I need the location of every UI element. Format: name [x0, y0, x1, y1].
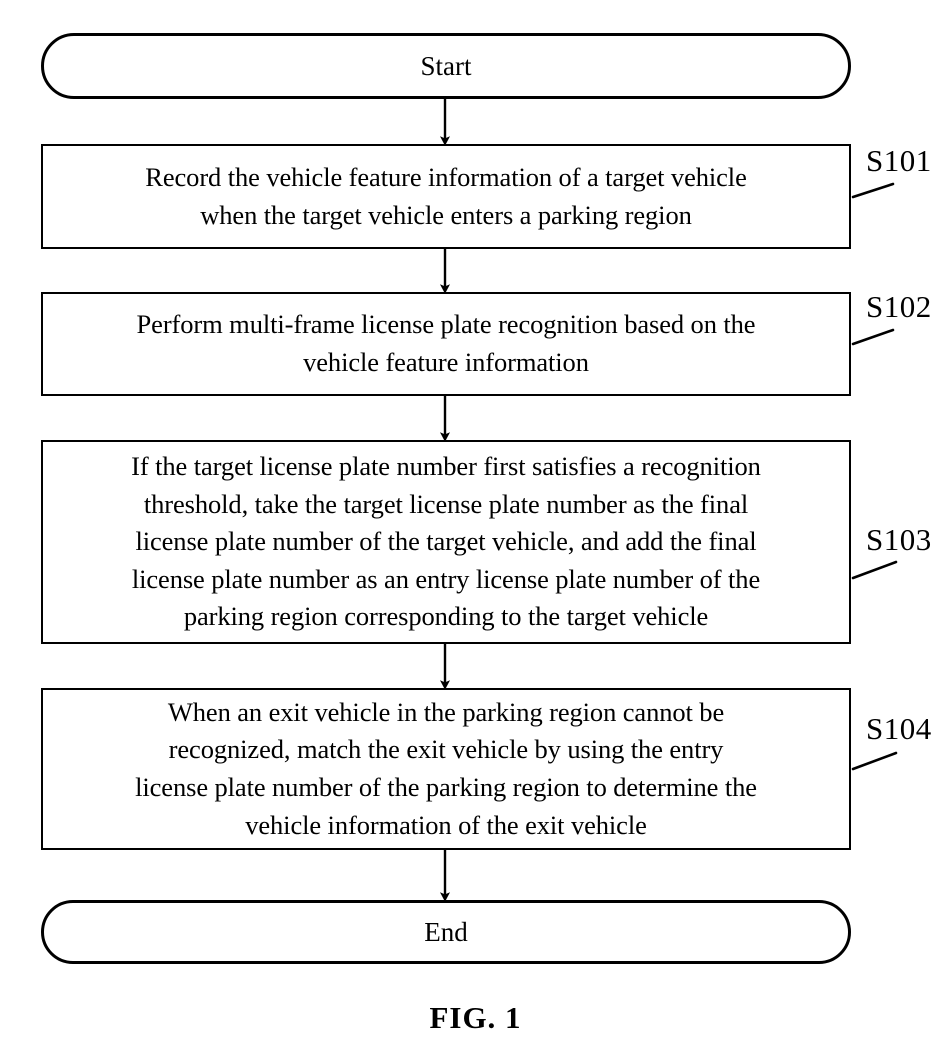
flow-node-s103-label: If the target license plate number first…	[131, 450, 761, 632]
flow-node-start[interactable]: Start	[41, 33, 851, 99]
flow-node-s102[interactable]: Perform multi-frame license plate recogn…	[41, 292, 851, 396]
figure-caption: FIG. 1	[429, 1000, 522, 1035]
step-reference-s101: S101	[866, 143, 932, 178]
flow-node-end[interactable]: End	[41, 900, 851, 964]
leader-line-s101	[851, 182, 895, 199]
flow-node-s101-label: Record the vehicle feature information o…	[145, 161, 747, 230]
flow-node-s101[interactable]: Record the vehicle feature information o…	[41, 144, 851, 249]
step-reference-s103: S103	[866, 522, 932, 557]
flow-node-s104[interactable]: When an exit vehicle in the parking regi…	[41, 688, 851, 850]
leader-line-s104	[851, 751, 898, 771]
flow-node-end-label: End	[424, 916, 468, 947]
flow-node-s103[interactable]: If the target license plate number first…	[41, 440, 851, 644]
step-reference-s102: S102	[866, 289, 932, 324]
leader-line-s103	[851, 560, 898, 580]
flow-node-s102-label: Perform multi-frame license plate recogn…	[136, 309, 756, 377]
flow-node-start-label: Start	[420, 50, 472, 81]
leader-line-s102	[851, 328, 895, 346]
flow-node-s104-label: When an exit vehicle in the parking regi…	[135, 696, 757, 840]
step-reference-s104: S104	[866, 711, 932, 746]
